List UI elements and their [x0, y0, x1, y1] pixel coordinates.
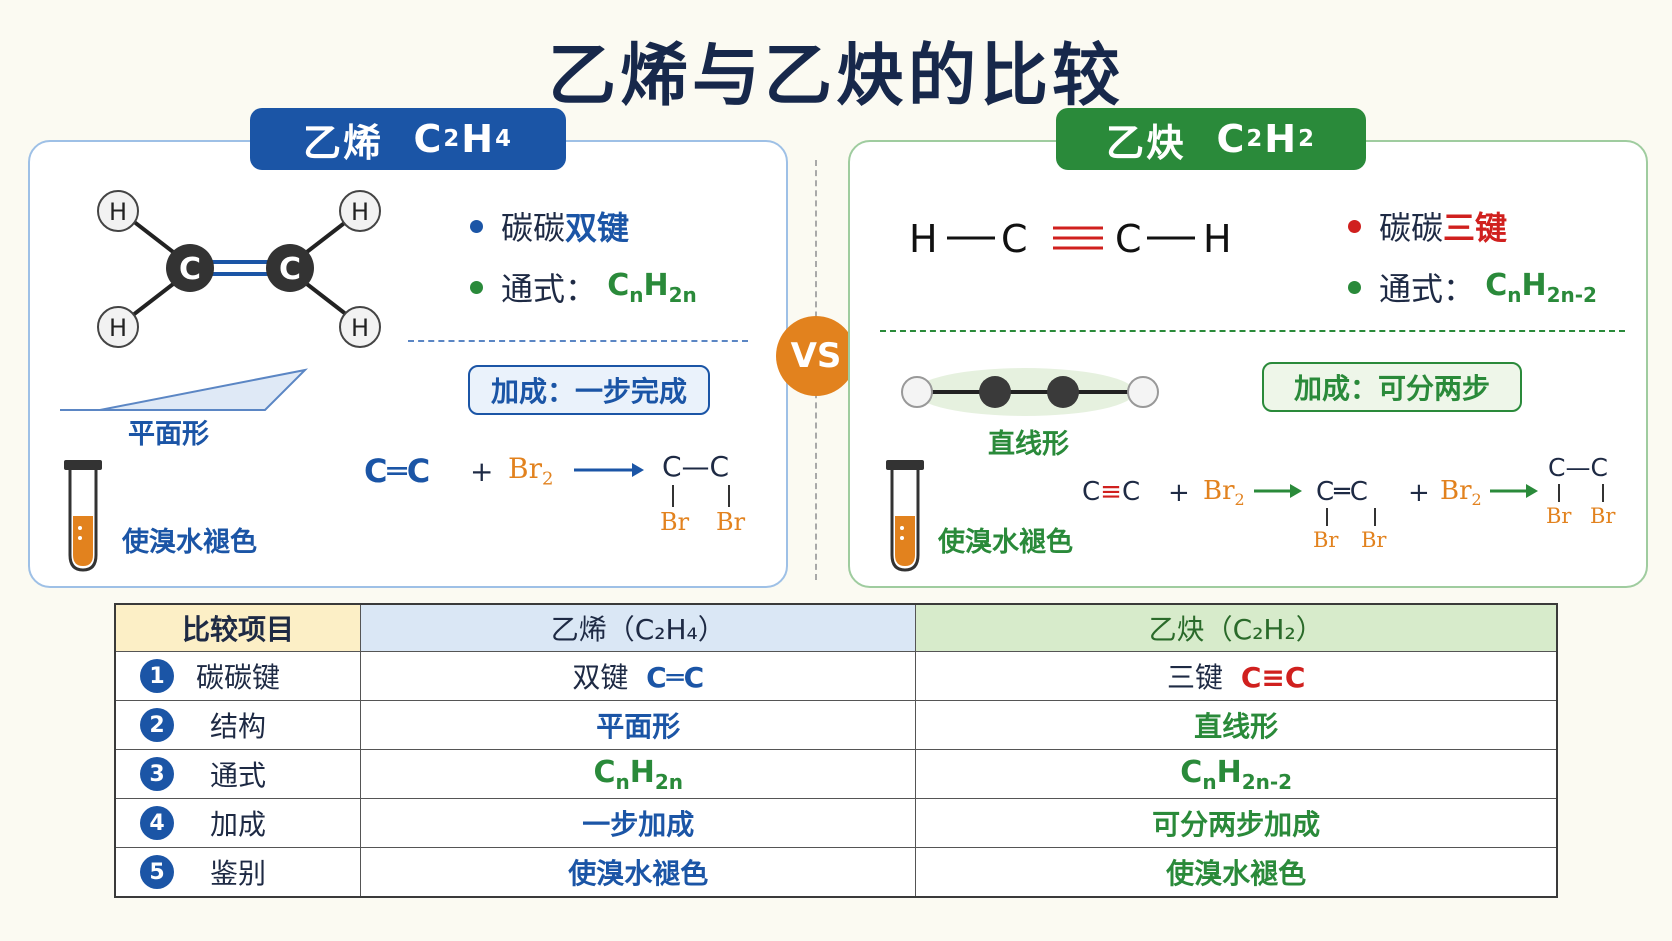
acetylene-addition-pill: 加成：可分两步 — [1262, 362, 1522, 412]
row-item: 碳碳键 — [196, 661, 281, 694]
row-item: 鉴别 — [210, 857, 267, 890]
acetylene-br2-1: Br2 — [1203, 476, 1245, 510]
acetylene-general-formula: CnH2n-2 — [1485, 267, 1597, 307]
row-number-icon: 2 — [140, 708, 174, 742]
header-item: 比较项目 — [114, 603, 362, 652]
acetylene-bond-type: 三键 — [1443, 209, 1508, 247]
acetylene-test-tube-icon — [886, 460, 924, 572]
ethylene-product-br-2: Br — [716, 508, 746, 536]
svg-text:H: H — [109, 314, 127, 342]
ethylene-bond-type: 双键 — [565, 209, 630, 247]
row-number-icon: 3 — [140, 757, 174, 791]
svg-text:H: H — [351, 314, 369, 342]
ethylene-product-br-1: Br — [660, 508, 690, 536]
acetylene-formula-bullet: 通式： CnH2n-2 — [1348, 264, 1597, 310]
ethylene-general-formula: CnH2n — [607, 267, 697, 307]
vs-badge: VS — [776, 316, 856, 396]
row-number-icon: 4 — [140, 806, 174, 840]
acetylene-intermediate-br-2: Br — [1361, 528, 1387, 552]
acetylene-formula-cell: CnH2n-2 — [915, 749, 1558, 799]
acetylene-plus-2: + — [1408, 478, 1430, 508]
ethylene-formula-bullet: 通式： CnH2n — [470, 264, 697, 310]
ethylene-bond-bullet: 碳碳双键 — [470, 203, 629, 249]
ethylene-panel — [28, 140, 788, 588]
acetylene-separator — [880, 330, 1625, 332]
ethylene-formula-cell: CnH2n — [360, 749, 917, 799]
header-ethylene: 乙烯（C₂H₄） — [360, 603, 917, 652]
acetylene-test-label: 使溴水褪色 — [938, 527, 1073, 558]
acetylene-intermediate: C═C — [1316, 477, 1368, 507]
page-title: 乙烯与乙炔的比较 — [547, 37, 1124, 116]
acetylene-intermediate-br-1: Br — [1313, 528, 1339, 552]
ethylene-test-label: 使溴水褪色 — [122, 527, 257, 558]
ethylene-addition-pill: 加成：一步完成 — [468, 365, 710, 415]
svg-text:H: H — [351, 198, 369, 226]
acetylene-product: C—C — [1548, 453, 1608, 482]
acetylene-structure-diagram: H C C H — [909, 217, 1232, 261]
svg-text:C: C — [1115, 217, 1142, 261]
svg-text:H: H — [1203, 217, 1232, 261]
ethylene-arrow-icon — [574, 463, 644, 477]
ethylene-plus: + — [470, 455, 494, 488]
row-item: 结构 — [210, 710, 267, 743]
svg-text:H: H — [909, 217, 938, 261]
acetylene-bond-bullet: 碳碳三键 — [1348, 203, 1507, 249]
table-header-row: 比较项目 乙烯（C₂H₄） 乙炔（C₂H₂） — [114, 603, 1558, 652]
acetylene-linear-model — [901, 368, 1159, 416]
svg-text:C: C — [1001, 217, 1028, 261]
acetylene-product-br-1: Br — [1546, 504, 1572, 528]
svg-text:H: H — [109, 198, 127, 226]
svg-text:C: C — [279, 252, 301, 287]
acetylene-name: 乙炔 — [1106, 120, 1187, 165]
acetylene-plus-1: + — [1168, 478, 1190, 508]
ethylene-molecule-diagram: C C H H H H — [60, 190, 381, 411]
ethylene-separator — [408, 340, 748, 342]
acetylene-reactant: C≡C — [1082, 477, 1141, 507]
acetylene-arrow-1-icon — [1254, 484, 1302, 498]
acetylene-br2-2: Br2 — [1440, 476, 1482, 510]
svg-text:C: C — [179, 252, 201, 287]
acetylene-arrow-2-icon — [1490, 484, 1538, 498]
acetylene-shape-label: 直线形 — [988, 429, 1069, 460]
ethylene-product: C—C — [662, 450, 730, 483]
ethylene-name: 乙烯 — [303, 120, 384, 165]
row-number-icon: 5 — [140, 855, 174, 889]
row-item: 加成 — [210, 808, 267, 841]
ethylene-br2: Br2 — [508, 452, 554, 490]
table-row: 3 通式 CnH2n CnH2n-2 — [114, 749, 1558, 799]
row-item: 通式 — [210, 759, 267, 792]
header-acetylene: 乙炔（C₂H₂） — [915, 603, 1558, 652]
ethylene-reactant: C═C — [364, 452, 431, 490]
acetylene-product-br-2: Br — [1590, 504, 1616, 528]
ethylene-test-tube-icon — [64, 460, 102, 572]
row-number-icon: 1 — [140, 659, 174, 693]
ethylene-shape-label: 平面形 — [128, 419, 209, 450]
